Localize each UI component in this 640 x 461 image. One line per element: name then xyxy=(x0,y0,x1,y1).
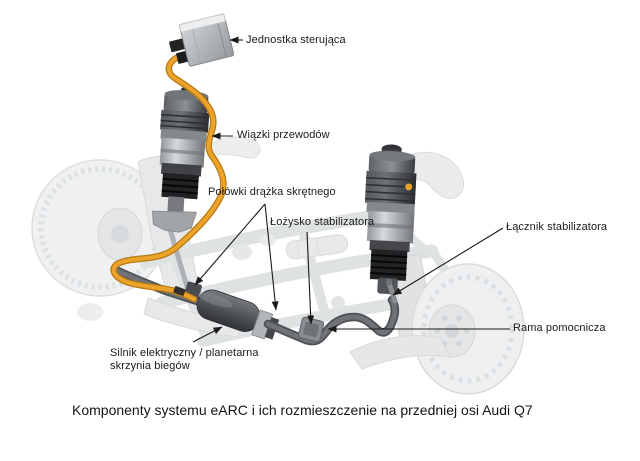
label-control-unit: Jednostka sterująca xyxy=(246,34,346,46)
hub-bolts xyxy=(434,315,470,347)
figure-caption: Komponenty systemu eARC i ich rozmieszcz… xyxy=(72,402,533,418)
leader-stabilizer-link xyxy=(392,227,504,296)
stabilizer-link-rod xyxy=(386,280,398,304)
control-unit-box xyxy=(169,13,235,67)
leader-torsion-right xyxy=(264,203,279,311)
label-subframe: Rama pomocnicza xyxy=(513,322,606,334)
label-stabilizer-link: Łącznik stabilizatora xyxy=(506,221,608,233)
wiring-harness-cable xyxy=(110,50,227,303)
label-stabilizer-bearing: Łożysko stabilizatora xyxy=(270,216,375,228)
cable-connector xyxy=(173,286,186,296)
right-air-strut xyxy=(364,144,417,295)
faded-chassis xyxy=(31,136,525,395)
upper-arm-left xyxy=(205,136,261,159)
leader-lines xyxy=(192,36,510,343)
leader-stabilizer-bearing xyxy=(306,231,315,325)
stabilizer-bar-assembly xyxy=(111,265,400,346)
leader-motor-gearbox xyxy=(192,326,223,343)
leader-torsion-left xyxy=(194,203,266,286)
label-torsion-bar-halves: Połówki drążka skrętnego xyxy=(208,186,336,198)
label-motor-gearbox: Silnik elektryczny / planetarna skrzynia… xyxy=(110,347,259,372)
left-air-strut xyxy=(151,86,210,233)
yellow-fitting xyxy=(405,183,413,191)
drive-shaft xyxy=(285,234,349,260)
lower-arm-right xyxy=(349,335,451,370)
label-wiring-harness: Wiązki przewodów xyxy=(237,129,330,141)
electric-motor-actuator xyxy=(196,289,280,340)
